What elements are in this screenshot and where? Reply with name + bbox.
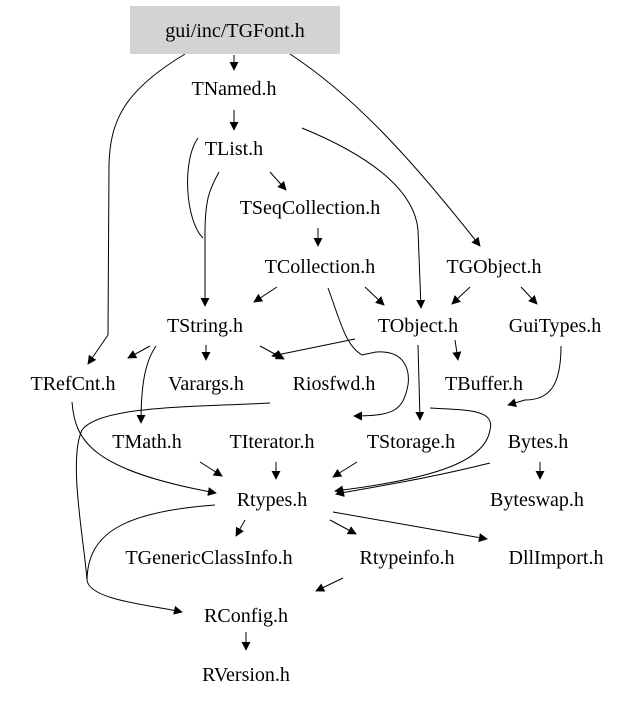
node-tseqcollection[interactable]: TSeqCollection.h bbox=[240, 197, 381, 219]
edge bbox=[327, 287, 409, 421]
node-tbuffer[interactable]: TBuffer.h bbox=[445, 373, 523, 395]
node-rtypeinfo[interactable]: Rtypeinfo.h bbox=[360, 547, 455, 569]
node-tmath[interactable]: TMath.h bbox=[112, 431, 181, 453]
edge bbox=[301, 127, 426, 309]
edges bbox=[71, 53, 562, 651]
node-rconfig[interactable]: RConfig.h bbox=[204, 605, 288, 627]
node-riosfwd[interactable]: Riosfwd.h bbox=[293, 373, 376, 395]
edge bbox=[200, 171, 220, 307]
nodes: TNamed.h TList.h TSeqCollection.h TColle… bbox=[31, 78, 604, 686]
edge bbox=[136, 345, 157, 424]
node-tnamed[interactable]: TNamed.h bbox=[192, 78, 277, 100]
node-tstorage[interactable]: TStorage.h bbox=[367, 431, 455, 453]
edge bbox=[335, 462, 491, 497]
edge bbox=[235, 519, 246, 537]
node-tcollection[interactable]: TCollection.h bbox=[265, 256, 376, 278]
edge bbox=[364, 286, 385, 306]
edge bbox=[86, 504, 216, 615]
edge bbox=[332, 511, 488, 543]
edge bbox=[415, 344, 425, 421]
node-trefcnt[interactable]: TRefCnt.h bbox=[31, 373, 116, 395]
edge bbox=[259, 345, 285, 360]
node-varargs[interactable]: Varargs.h bbox=[168, 373, 244, 395]
node-byteswap[interactable]: Byteswap.h bbox=[490, 489, 584, 511]
edge bbox=[329, 519, 357, 535]
edge bbox=[332, 461, 358, 478]
node-titerator[interactable]: TIterator.h bbox=[230, 431, 315, 453]
edge bbox=[334, 407, 492, 495]
node-tobject[interactable]: TObject.h bbox=[378, 315, 458, 337]
edge bbox=[507, 345, 562, 408]
edge bbox=[289, 53, 481, 247]
edge bbox=[452, 339, 462, 361]
node-tgobject[interactable]: TGObject.h bbox=[447, 256, 542, 278]
node-rversion[interactable]: RVersion.h bbox=[202, 664, 290, 686]
root-node-box bbox=[130, 6, 340, 54]
node-tlist[interactable]: TList.h bbox=[205, 138, 263, 160]
edge bbox=[315, 577, 344, 592]
edge bbox=[269, 171, 287, 191]
edge bbox=[127, 345, 151, 359]
node-guitypes[interactable]: GuiTypes.h bbox=[509, 315, 601, 337]
edge bbox=[187, 137, 204, 239]
edge bbox=[253, 286, 278, 303]
root-node[interactable]: gui/inc/TGFont.h bbox=[130, 6, 340, 54]
edge bbox=[451, 286, 471, 305]
edge bbox=[75, 402, 271, 581]
edge bbox=[87, 53, 186, 365]
edge bbox=[199, 461, 223, 477]
edge bbox=[271, 338, 356, 359]
node-rtypes[interactable]: Rtypes.h bbox=[237, 489, 308, 511]
edge bbox=[71, 401, 217, 496]
node-dllimport[interactable]: DllImport.h bbox=[509, 547, 604, 569]
edge bbox=[520, 286, 538, 305]
node-bytes[interactable]: Bytes.h bbox=[508, 431, 569, 453]
root-node-label: gui/inc/TGFont.h bbox=[165, 20, 304, 42]
node-tstring[interactable]: TString.h bbox=[167, 315, 243, 337]
node-tgenericclassinfo[interactable]: TGenericClassInfo.h bbox=[125, 547, 292, 569]
